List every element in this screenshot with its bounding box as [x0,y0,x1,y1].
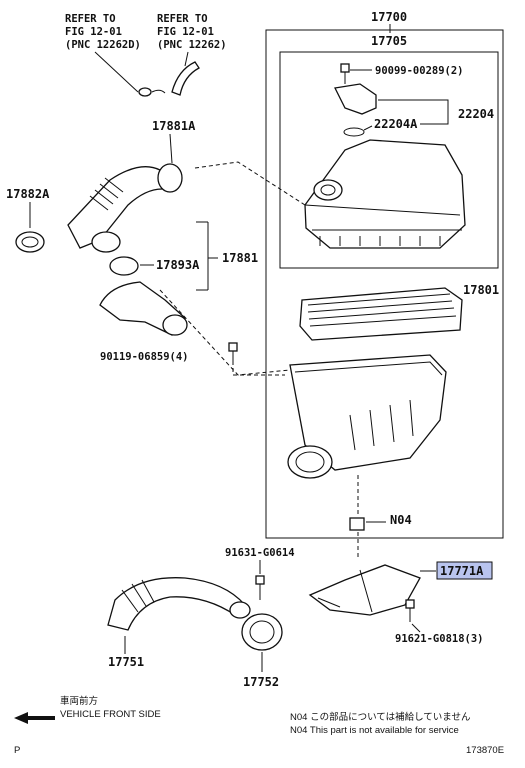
figure-code: 173870E [466,745,504,756]
label-17882A[interactable]: 17882A [6,187,50,201]
ref-right-leader [184,51,189,67]
ref-left-leader [94,51,139,93]
label-90099-00289[interactable]: 90099-00289(2) [375,65,464,77]
assembly-box-17700 [265,29,504,539]
air-cleaner-cap [304,139,466,249]
ref-right-line2: FIG 12-01 [157,26,214,38]
label-17705[interactable]: 17705 [371,34,407,48]
grommet-n04 [349,517,365,531]
label-17881[interactable]: 17881 [222,251,258,265]
bolt-91621 [405,599,415,622]
note-en: N04 This part is not available for servi… [290,725,459,736]
front-label-jp: 車両前方 [60,695,98,707]
intake-hose-17881 [67,163,183,253]
bolt-91631 [255,575,265,600]
breather-hose [171,61,200,96]
label-17752[interactable]: 17752 [243,675,279,689]
screw-90099 [340,63,350,84]
label-91621-g0818[interactable]: 91621-G0818(3) [395,633,484,645]
front-arrow-icon [14,712,55,724]
front-label-en: VEHICLE FRONT SIDE [60,709,161,720]
label-17700[interactable]: 17700 [371,10,407,24]
label-17771A[interactable]: 17771A [440,564,484,578]
page-code: P [14,745,20,756]
air-duct-17751 [107,577,251,631]
air-filter-element [299,287,463,341]
label-17881A[interactable]: 17881A [152,119,196,133]
air-cleaner-case [287,354,447,479]
ref-right-line1: REFER TO [157,13,208,25]
hose-clamp-17893A [109,256,139,276]
air-duct-17752 [241,613,283,651]
label-91631-g0614[interactable]: 91631-G0614 [225,547,295,559]
label-17893A[interactable]: 17893A [156,258,200,272]
note-jp: N04 この部品については補給していません [290,711,471,723]
label-17771A-highlight [436,561,493,580]
air-flow-meter [334,83,377,115]
label-22204A[interactable]: 22204A [374,117,418,131]
bracket-17771A [308,564,421,616]
assembly-box-17705 [279,51,499,269]
bolt-90119 [228,342,238,365]
label-90119-06859[interactable]: 90119-06859(4) [100,351,189,363]
o-ring-22204A [343,127,365,137]
label-17751[interactable]: 17751 [108,655,144,669]
hose-clamp-17882A [15,231,45,253]
label-n04[interactable]: N04 [390,513,412,527]
ref-left-line2: FIG 12-01 [65,26,122,38]
hose-clip-small [138,87,152,97]
label-17801[interactable]: 17801 [463,283,499,297]
ref-left-line1: REFER TO [65,13,116,25]
ref-right-line3: (PNC 12262) [157,39,227,51]
label-22204[interactable]: 22204 [458,107,494,121]
ref-left-line3: (PNC 12262D) [65,39,141,51]
